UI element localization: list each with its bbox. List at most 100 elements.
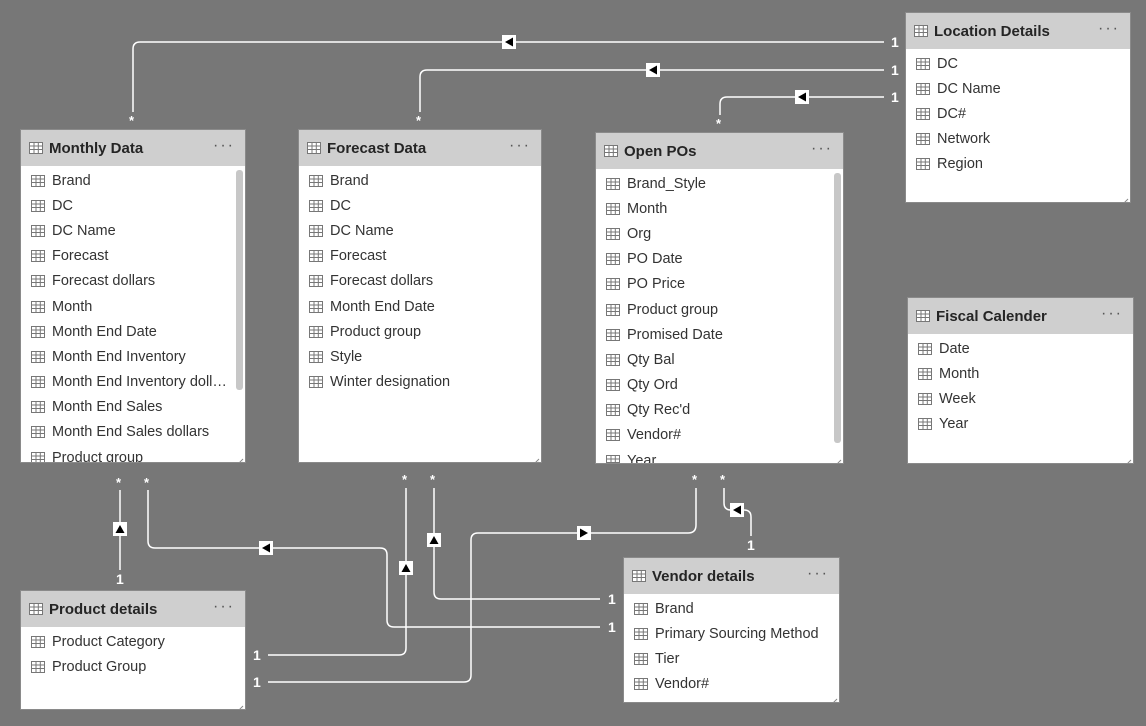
field-item[interactable]: Forecast [299,244,541,269]
field-item[interactable]: Product Category [21,629,245,654]
field-item[interactable]: Region [906,152,1130,177]
table-header[interactable]: Monthly Data··· [21,130,245,166]
field-item[interactable]: Forecast dollars [21,269,245,294]
cardinality-one: 1 [891,34,899,50]
field-label: Product group [52,449,144,463]
column-icon [634,602,648,615]
resize-handle-icon[interactable] [1121,193,1129,202]
field-item[interactable]: DC [906,51,1130,76]
field-item[interactable]: Year [596,448,843,463]
column-icon [309,250,323,263]
column-icon [31,635,45,648]
table-header[interactable]: Product details··· [21,591,245,627]
field-item[interactable]: Style [299,344,541,369]
table-icon [632,570,646,582]
field-item[interactable]: DC Name [299,218,541,243]
field-item[interactable]: Month End Inventory [21,344,245,369]
resize-handle-icon[interactable] [830,693,838,702]
field-item[interactable]: DC Name [906,76,1130,101]
field-item[interactable]: Month End Sales [21,395,245,420]
relationship-line [719,96,884,115]
field-item[interactable]: Product group [21,445,245,463]
field-item[interactable]: DC [299,193,541,218]
field-item[interactable]: Tier [624,646,839,671]
field-item[interactable]: Date [908,336,1133,361]
field-item[interactable]: Month End Date [21,319,245,344]
field-item[interactable]: Brand [299,168,541,193]
resize-handle-icon[interactable] [236,700,244,709]
field-item[interactable]: DC [21,193,245,218]
field-item[interactable]: Month [908,361,1133,386]
resize-handle-icon[interactable] [834,454,842,463]
field-item[interactable]: Brand [624,596,839,621]
more-options-icon[interactable]: ··· [213,598,235,615]
field-item[interactable]: Forecast dollars [299,269,541,294]
table-header[interactable]: Location Details ··· [906,13,1130,49]
more-options-icon[interactable]: ··· [509,137,531,154]
field-item[interactable]: DC# [906,101,1130,126]
field-item[interactable]: Qty Ord [596,373,843,398]
resize-handle-icon[interactable] [236,453,244,462]
field-item[interactable]: Week [908,386,1133,411]
field-label: Network [937,131,991,148]
table-icon [307,142,321,154]
table-title: Forecast Data [327,139,427,157]
field-item[interactable]: Vendor# [624,672,839,697]
column-icon [918,342,932,355]
scrollbar[interactable] [834,173,841,443]
table-header[interactable]: Forecast Data ··· [299,130,541,166]
more-options-icon[interactable]: ··· [1101,305,1123,322]
field-item[interactable]: Product Group [21,654,245,679]
field-item[interactable]: Forecast [21,244,245,269]
field-item[interactable]: Month End Sales dollars [21,420,245,445]
field-item[interactable]: Month [21,294,245,319]
field-item[interactable]: Primary Sourcing Method [624,621,839,646]
table-title: Location Details [934,22,1050,40]
field-item[interactable]: Promised Date [596,322,843,347]
table-header[interactable]: Fiscal Calender··· [908,298,1133,334]
field-item[interactable]: Brand_Style [596,171,843,196]
resize-handle-icon[interactable] [532,453,540,462]
field-item[interactable]: Month [596,196,843,221]
field-item[interactable]: Brand [21,168,245,193]
more-options-icon[interactable]: ··· [811,140,833,157]
field-item[interactable]: PO Price [596,272,843,297]
field-item[interactable]: Qty Bal [596,347,843,372]
field-item[interactable]: Vendor# [596,423,843,448]
field-item[interactable]: Winter designation [299,370,541,395]
direction-arrows [113,35,809,575]
field-item[interactable]: PO Date [596,247,843,272]
more-options-icon[interactable]: ··· [213,137,235,154]
field-item[interactable]: Org [596,221,843,246]
field-item[interactable]: Network [906,127,1130,152]
relationship-line [419,69,884,112]
relationship-line [147,490,600,628]
field-item[interactable]: Qty Rec'd [596,398,843,423]
scrollbar[interactable] [236,170,243,390]
field-item[interactable]: Product group [596,297,843,322]
field-label: DC [330,197,351,214]
more-options-icon[interactable]: ··· [1098,20,1120,37]
table-header[interactable]: Vendor details··· [624,558,839,594]
field-label: Forecast [52,248,109,265]
table-header[interactable]: Open POs··· [596,133,843,169]
resize-handle-icon[interactable] [1124,454,1132,463]
field-label: Product Group [52,658,147,675]
field-label: Month End Date [330,298,435,315]
field-item[interactable]: Month End Inventory doll… [21,370,245,395]
field-item[interactable]: Product group [299,319,541,344]
field-item[interactable]: Year [908,412,1133,437]
field-item[interactable]: DC Name [21,218,245,243]
field-item[interactable]: Month End Date [299,294,541,319]
more-options-icon[interactable]: ··· [807,565,829,582]
